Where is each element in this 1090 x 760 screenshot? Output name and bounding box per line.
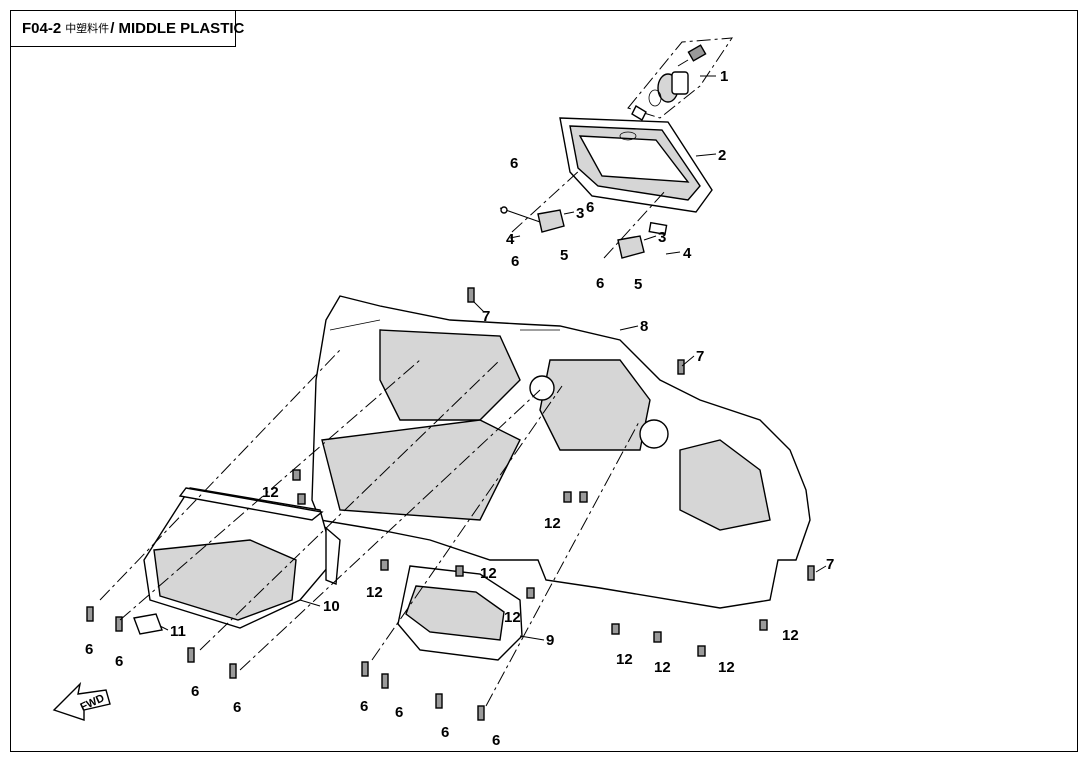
callout-12: 12 xyxy=(616,651,633,668)
callout-7: 7 xyxy=(826,556,834,573)
callout-10: 10 xyxy=(323,598,340,615)
callout-8: 8 xyxy=(640,318,648,335)
callout-6: 6 xyxy=(85,641,93,658)
callout-12: 12 xyxy=(504,609,521,626)
part-storage-lid xyxy=(559,117,713,213)
callout-1: 1 xyxy=(720,68,728,85)
callout-12: 12 xyxy=(718,659,735,676)
callout-6: 6 xyxy=(492,732,500,749)
callout-4-right: 4 xyxy=(683,245,692,262)
part-front-box xyxy=(143,487,341,629)
callout-3-right: 3 xyxy=(658,229,666,246)
callout-6: 6 xyxy=(233,699,241,716)
part-lock-assembly xyxy=(627,37,733,121)
callout-7: 7 xyxy=(482,308,490,325)
callout-11: 11 xyxy=(170,623,186,640)
diagram-name-cn: 中塑料件 xyxy=(65,23,110,35)
callout-5-right: 5 xyxy=(634,276,642,293)
callout-12: 12 xyxy=(654,659,671,676)
part-small-clip xyxy=(133,613,163,635)
callout-12: 12 xyxy=(782,627,799,644)
callout-7: 7 xyxy=(696,348,704,365)
callout-12: 12 xyxy=(480,565,497,582)
callout-6: 6 xyxy=(586,199,594,216)
callout-12: 12 xyxy=(366,584,383,601)
callout-2: 2 xyxy=(718,147,726,164)
part-rear-cover xyxy=(397,565,523,661)
callout-6: 6 xyxy=(511,253,519,270)
callout-6: 6 xyxy=(596,275,604,292)
callout-labels: 1 2 3 3 4 4 5 5 6 6 6 6 6 6 6 6 6 6 6 6 … xyxy=(85,68,834,749)
part-middle-body-panel xyxy=(311,295,811,609)
part-hinges xyxy=(499,206,668,259)
fwd-arrow: FWD xyxy=(52,681,111,721)
callout-6: 6 xyxy=(441,724,449,741)
callout-6: 6 xyxy=(191,683,199,700)
callout-6: 6 xyxy=(510,155,518,172)
callout-5-left: 5 xyxy=(560,247,568,264)
fasteners xyxy=(86,287,815,721)
callout-12: 12 xyxy=(544,515,561,532)
diagram-code: F04-2 xyxy=(22,19,62,37)
callout-6: 6 xyxy=(395,704,403,721)
callout-12: 12 xyxy=(262,484,279,501)
callout-6: 6 xyxy=(115,653,123,670)
callout-3-left: 3 xyxy=(576,205,584,222)
callout-6: 6 xyxy=(360,698,368,715)
callout-9: 9 xyxy=(546,632,554,649)
diagram-name-en: / MIDDLE PLASTIC xyxy=(110,19,245,37)
leader-lines xyxy=(99,75,827,707)
title-block: F04-2 中塑料件 / MIDDLE PLASTIC xyxy=(10,10,244,47)
diagram-frame xyxy=(10,10,1078,752)
callout-4-left: 4 xyxy=(506,231,515,248)
